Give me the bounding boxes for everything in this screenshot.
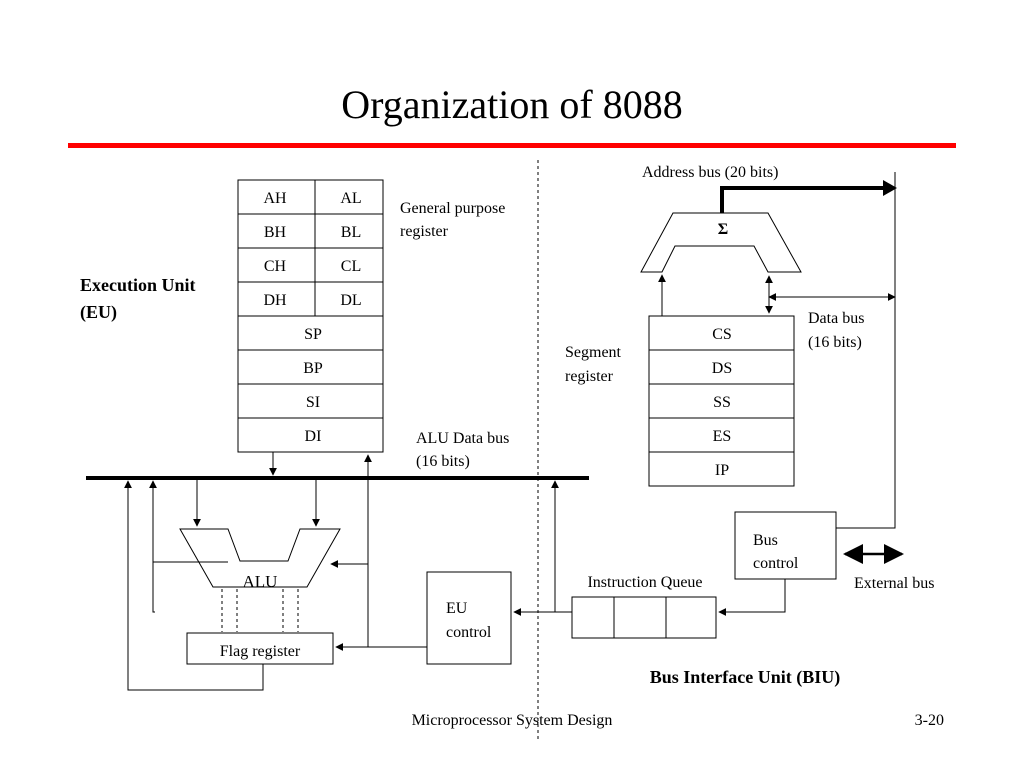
- flag-register-label: Flag register: [220, 643, 301, 660]
- register-ch: CH: [264, 258, 287, 275]
- alu-bus-label-line2: (16 bits): [416, 453, 470, 470]
- adder-symbol: Σ: [718, 221, 728, 238]
- register-ip: IP: [715, 462, 729, 479]
- address-bus-arrowhead: [883, 180, 897, 196]
- footer-course: Microprocessor System Design: [412, 712, 613, 729]
- register-es: ES: [713, 428, 732, 445]
- right-bus-line: [836, 172, 896, 529]
- bus-control-box: [734, 511, 837, 580]
- register-bh: BH: [264, 224, 287, 241]
- general-purpose-register-block: AH AL BH BL CH CL DH DL: [237, 179, 384, 317]
- eu-label-line1: Execution Unit: [80, 275, 196, 295]
- biu-label: Bus Interface Unit (BIU): [650, 667, 841, 688]
- eu-control-line2: control: [446, 624, 492, 641]
- instruction-queue-label: Instruction Queue: [587, 574, 702, 591]
- slide-title: Organization of 8088: [341, 82, 682, 127]
- data-bus-label-line2: (16 bits): [808, 334, 862, 351]
- register-ah: AH: [263, 190, 287, 207]
- eu-label-line2: (EU): [80, 302, 117, 323]
- register-al: AL: [340, 190, 361, 207]
- register-bl: BL: [341, 224, 361, 241]
- register-ss: SS: [713, 394, 731, 411]
- register-di: DI: [305, 428, 322, 445]
- register-ds: DS: [712, 360, 732, 377]
- eu-control-line1: EU: [446, 600, 468, 617]
- data-bus-label-line1: Data bus: [808, 310, 864, 327]
- address-bus: [720, 186, 885, 213]
- segment-label-line1: Segment: [565, 344, 622, 361]
- address-adder-shape: [640, 212, 802, 273]
- instruction-queue: [571, 596, 717, 639]
- register-bp: BP: [303, 360, 323, 377]
- segment-label-line2: register: [565, 368, 614, 385]
- segment-register-block: [648, 315, 795, 487]
- register-si: SI: [306, 394, 320, 411]
- external-bus-label: External bus: [854, 575, 934, 592]
- alu-bus-label-line1: ALU Data bus: [416, 430, 509, 447]
- flag-register-feedback: [124, 480, 264, 691]
- bus-control-line2: control: [753, 555, 799, 572]
- bus-control-line1: Bus: [753, 532, 778, 549]
- register-cl: CL: [341, 258, 361, 275]
- alu-label: ALU: [243, 572, 278, 591]
- footer-page-number: 3-20: [915, 712, 944, 729]
- eu-control-box: [426, 571, 512, 665]
- title-rule: [68, 143, 956, 148]
- alu-shape: [179, 528, 341, 588]
- register-dl: DL: [340, 292, 361, 309]
- gp-label-line1: General purpose: [400, 200, 505, 217]
- register-dh: DH: [263, 292, 287, 309]
- bus-control-to-queue-arrow: [718, 579, 786, 616]
- register-sp: SP: [304, 326, 322, 343]
- gp-label-line2: register: [400, 223, 449, 240]
- address-bus-label: Address bus (20 bits): [642, 164, 778, 181]
- register-cs: CS: [712, 326, 732, 343]
- flag-register-box: [186, 632, 334, 665]
- pointer-index-register-block: SP BP SI DI: [237, 315, 384, 453]
